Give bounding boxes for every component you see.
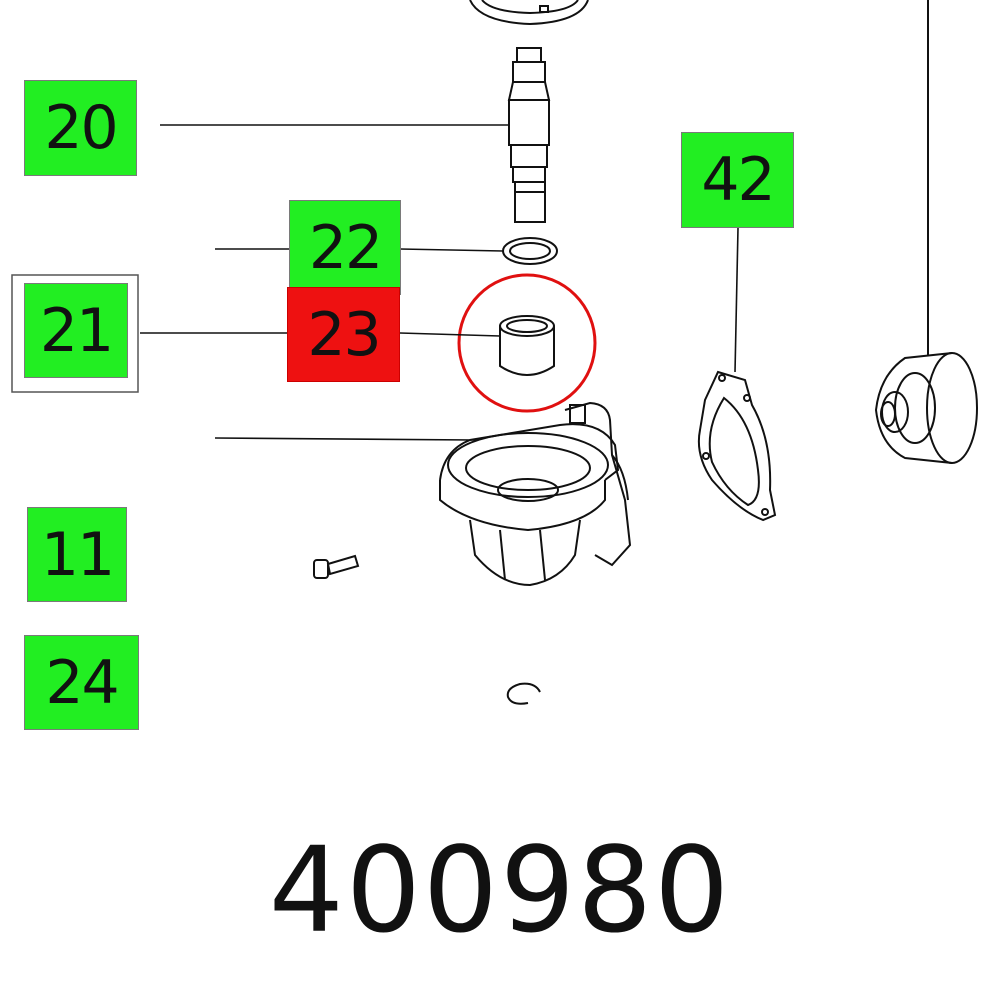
leader-lines xyxy=(140,124,739,441)
retaining-ring-part xyxy=(506,682,541,705)
callout-20[interactable]: 20 xyxy=(24,80,137,176)
callout-24[interactable]: 24 xyxy=(24,635,139,730)
bushing-part xyxy=(499,315,555,376)
screw-part xyxy=(313,554,360,579)
callout-22[interactable]: 22 xyxy=(289,200,401,295)
callout-11[interactable]: 11 xyxy=(27,507,127,602)
callout-21[interactable]: 21 xyxy=(24,283,128,378)
bearing-part xyxy=(874,0,978,464)
top-disc-part xyxy=(469,0,589,26)
shaft-part xyxy=(507,47,551,223)
o-ring-part xyxy=(502,237,558,265)
gasket-part xyxy=(697,370,777,522)
callout-21-frame xyxy=(11,274,139,393)
gear-housing-part xyxy=(439,401,632,587)
callout-42[interactable]: 42 xyxy=(681,132,794,228)
part-number: 400980 xyxy=(268,821,732,959)
callout-23-highlighted[interactable]: 23 xyxy=(287,287,400,382)
highlight-circle xyxy=(457,273,597,413)
